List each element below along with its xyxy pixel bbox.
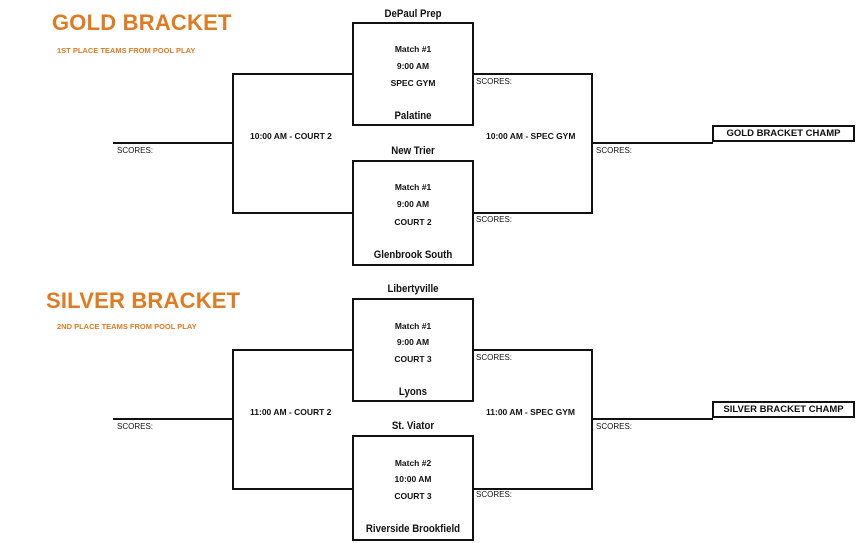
gold-outer-left-line bbox=[113, 142, 234, 144]
gold-left-top-line bbox=[232, 73, 352, 75]
gold-right-round-label: 10:00 AM - SPEC GYM bbox=[486, 131, 576, 141]
silver-outer-left-line bbox=[113, 418, 234, 420]
gold-outer-right-line bbox=[591, 142, 713, 144]
silver-match2-team-bottom: Riverside Brookfield bbox=[365, 523, 461, 535]
gold-match1-team-top: DePaul Prep bbox=[384, 8, 442, 20]
silver-bracket-subtitle: 2ND PLACE TEAMS FROM POOL PLAY bbox=[57, 322, 197, 331]
silver-match2-label: Match #2 bbox=[394, 458, 432, 468]
silver-match1-team-top: Libertyville bbox=[387, 283, 439, 295]
gold-match1-venue: SPEC GYM bbox=[390, 78, 436, 88]
gold-match1-scores: SCORES: bbox=[476, 77, 513, 86]
silver-match1-scores: SCORES: bbox=[476, 353, 513, 362]
silver-champ-box: SILVER BRACKET CHAMP bbox=[712, 401, 855, 418]
gold-match2-team-top: New Trier bbox=[391, 145, 435, 157]
gold-right-bottom-line bbox=[472, 212, 593, 214]
silver-right-round-scores: SCORES: bbox=[596, 422, 633, 431]
silver-match1-venue: COURT 3 bbox=[394, 354, 432, 364]
gold-champ-box: GOLD BRACKET CHAMP bbox=[712, 125, 855, 142]
silver-match1-team-bottom: Lyons bbox=[398, 386, 428, 398]
gold-left-round-scores: SCORES: bbox=[117, 146, 154, 155]
silver-match2-box bbox=[352, 435, 474, 541]
gold-match2-box bbox=[352, 160, 474, 266]
silver-left-round-label: 11:00 AM - COURT 2 bbox=[250, 407, 332, 417]
gold-match2-team-bottom: Glenbrook South bbox=[373, 249, 453, 261]
silver-match1-box bbox=[352, 298, 474, 402]
gold-right-top-line bbox=[472, 73, 593, 75]
gold-right-round-scores: SCORES: bbox=[596, 146, 633, 155]
gold-match2-label: Match #1 bbox=[394, 182, 432, 192]
silver-right-round-label: 11:00 AM - SPEC GYM bbox=[486, 407, 575, 417]
silver-left-bottom-line bbox=[232, 488, 352, 490]
gold-left-round-label: 10:00 AM - COURT 2 bbox=[250, 131, 332, 141]
gold-match2-venue: COURT 2 bbox=[394, 217, 432, 227]
silver-match2-venue: COURT 3 bbox=[394, 491, 432, 501]
silver-outer-right-line bbox=[591, 418, 713, 420]
gold-left-vertical bbox=[232, 73, 234, 214]
silver-left-round-scores: SCORES: bbox=[117, 422, 154, 431]
silver-right-bottom-line bbox=[472, 488, 593, 490]
silver-match2-time: 10:00 AM bbox=[394, 474, 432, 484]
gold-match2-time: 9:00 AM bbox=[396, 199, 430, 209]
gold-bracket-subtitle: 1ST PLACE TEAMS FROM POOL PLAY bbox=[57, 46, 196, 55]
silver-match2-scores: SCORES: bbox=[476, 490, 513, 499]
gold-match2-scores: SCORES: bbox=[476, 215, 513, 224]
silver-left-vertical bbox=[232, 349, 234, 490]
gold-match1-time: 9:00 AM bbox=[396, 61, 430, 71]
gold-match1-team-bottom: Palatine bbox=[394, 110, 432, 122]
gold-left-bottom-line bbox=[232, 212, 352, 214]
silver-match2-team-top: St. Viator bbox=[391, 420, 435, 432]
gold-bracket-title: GOLD BRACKET bbox=[52, 10, 232, 35]
gold-match1-label: Match #1 bbox=[394, 44, 432, 54]
silver-bracket-title: SILVER BRACKET bbox=[46, 288, 241, 313]
silver-match1-label: Match #1 bbox=[394, 321, 432, 331]
gold-match1-box bbox=[352, 22, 474, 126]
silver-match1-time: 9:00 AM bbox=[396, 337, 430, 347]
silver-left-top-line bbox=[232, 349, 352, 351]
silver-right-top-line bbox=[472, 349, 593, 351]
